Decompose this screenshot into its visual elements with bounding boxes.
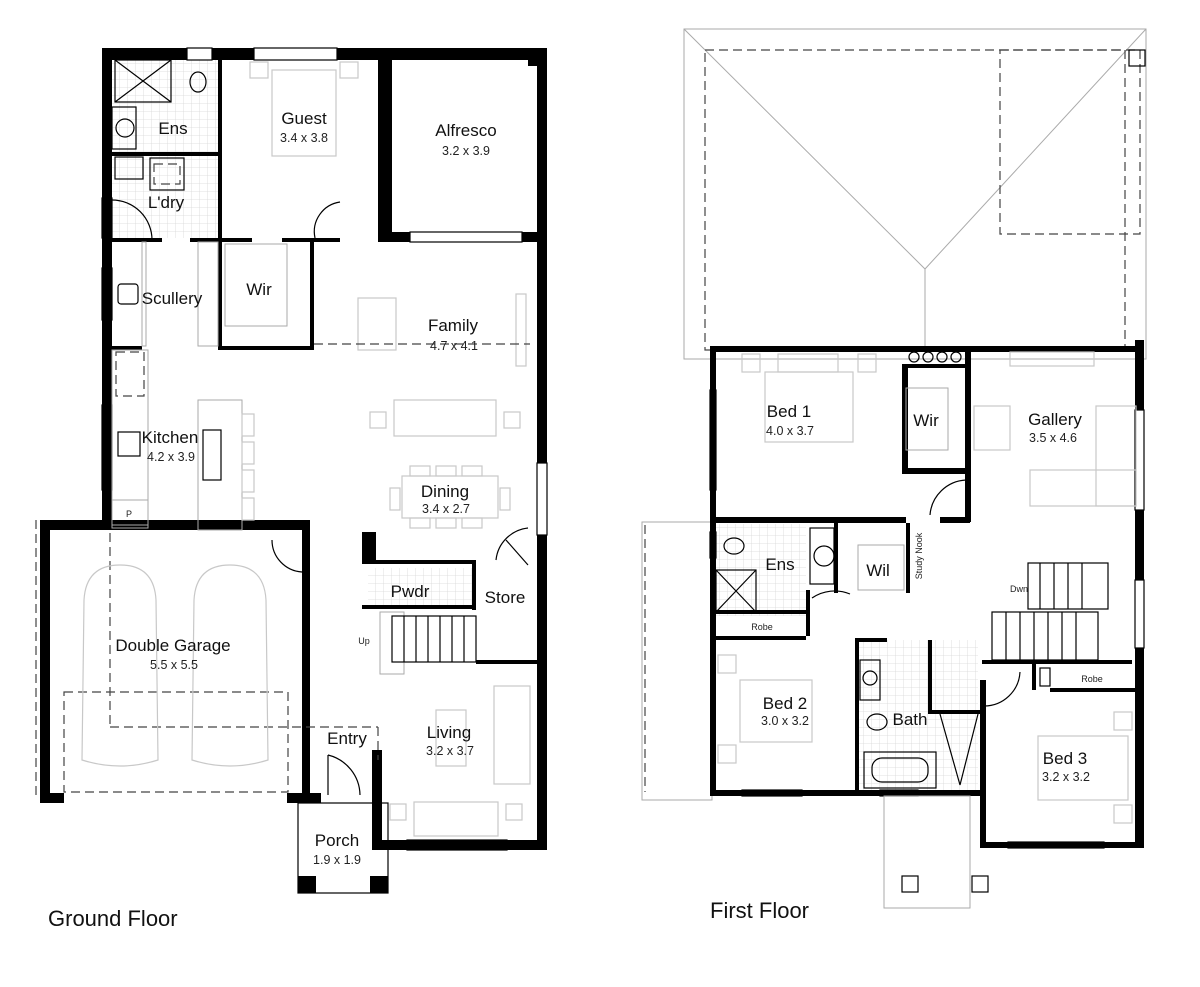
room-label-bath: Bath (893, 710, 928, 729)
room-dim-family: 4.7 x 4.1 (430, 339, 478, 353)
stairs-down-label: Dwn (1010, 584, 1028, 594)
room-dim-porch: 1.9 x 1.9 (313, 853, 361, 867)
room-label-ens-first: Ens (765, 555, 794, 574)
pwdr-tiles (368, 568, 474, 608)
room-dim-garage: 5.5 x 5.5 (150, 658, 198, 672)
room-dim-guest: 3.4 x 3.8 (280, 131, 328, 145)
room-label-guest: Guest (281, 109, 327, 128)
room-label-store: Store (485, 588, 526, 607)
room-label-robe-2: Robe (1081, 674, 1103, 684)
bath-tiles (858, 640, 978, 790)
room-label-robe-1: Robe (751, 622, 773, 632)
room-dim-kitchen: 4.2 x 3.9 (147, 450, 195, 464)
room-label-scullery: Scullery (142, 289, 203, 308)
room-label-wir: Wir (246, 280, 272, 299)
room-dim-bed3: 3.2 x 3.2 (1042, 770, 1090, 784)
room-dim-living: 3.2 x 3.7 (426, 744, 474, 758)
room-label-bed2: Bed 2 (763, 694, 807, 713)
ground-floor-plan: Ens Guest 3.4 x 3.8 Alfresco 3.2 x 3.9 L… (35, 47, 548, 931)
room-label-bed3: Bed 3 (1043, 749, 1087, 768)
room-dim-gallery: 3.5 x 4.6 (1029, 431, 1077, 445)
room-label-wir-first: Wir (913, 411, 939, 430)
room-label-porch: Porch (315, 831, 359, 850)
room-dim-alfresco: 3.2 x 3.9 (442, 144, 490, 158)
first-floor-title: First Floor (710, 898, 809, 923)
first-floor-plan: Bed 1 4.0 x 3.7 Wir Gallery 3.5 x 4.6 En… (641, 28, 1147, 923)
room-label-kitchen: Kitchen (142, 428, 199, 447)
room-label-bed1: Bed 1 (767, 402, 811, 421)
room-label-alfresco: Alfresco (435, 121, 496, 140)
room-label-study-nook: Study Nook (914, 532, 924, 579)
room-label-wil: Wil (866, 561, 890, 580)
room-label-pantry: P (126, 509, 132, 519)
room-label-pwdr: Pwdr (391, 582, 430, 601)
room-dim-bed1: 4.0 x 3.7 (766, 424, 814, 438)
room-label-entry: Entry (327, 729, 367, 748)
room-label-garage: Double Garage (115, 636, 230, 655)
room-label-gallery: Gallery (1028, 410, 1082, 429)
room-dim-bed2: 3.0 x 3.2 (761, 714, 809, 728)
room-label-family: Family (428, 316, 479, 335)
stairs-up-label: Up (358, 636, 370, 646)
ground-floor-title: Ground Floor (48, 906, 178, 931)
room-label-living: Living (427, 723, 471, 742)
room-label-dining: Dining (421, 482, 469, 501)
room-label-ldry: L'dry (148, 193, 185, 212)
room-dim-dining: 3.4 x 2.7 (422, 502, 470, 516)
room-label-ens: Ens (158, 119, 187, 138)
